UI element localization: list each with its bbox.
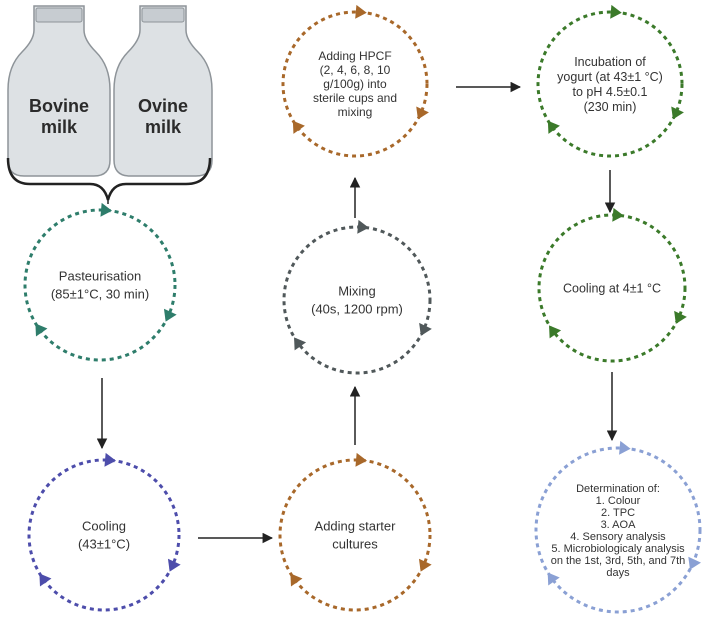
step-label-line: on the 1st, 3rd, 5th, and 7th bbox=[551, 555, 686, 567]
step-label-line: Cooling at 4±1 °C bbox=[563, 281, 661, 295]
step-label-line: 3. AOA bbox=[601, 519, 637, 531]
cycle-ring bbox=[537, 213, 687, 363]
step-cooling: Cooling (43±1°C) bbox=[27, 452, 181, 612]
step-adding-starter-cultures: Adding starter cultures bbox=[278, 452, 432, 612]
cycle-arrow-icon bbox=[292, 120, 305, 134]
step-label-line: Adding HPCF bbox=[318, 49, 391, 63]
step-label-line: Incubation of bbox=[574, 55, 646, 69]
step-label-line: (2, 4, 6, 8, 10 bbox=[320, 63, 391, 77]
step-label-line: yogurt (at 43±1 °C) bbox=[557, 70, 663, 84]
step-label-line: 2. TPC bbox=[601, 507, 635, 519]
cycle-arrow-icon bbox=[418, 558, 432, 572]
cycle-ring bbox=[282, 225, 432, 375]
bovine-label-line-2: milk bbox=[41, 117, 78, 137]
step-label-line: 1. Colour bbox=[596, 495, 641, 507]
step-label-line: to pH 4.5±0.1 bbox=[573, 85, 648, 99]
step-label-line: (85±1°C, 30 min) bbox=[51, 287, 149, 302]
step-label-line: Adding starter bbox=[315, 519, 397, 534]
cycle-arrow-icon bbox=[688, 556, 701, 570]
cycle-arrow-icon bbox=[163, 308, 177, 322]
cycle-arrow-icon bbox=[355, 452, 368, 467]
cycle-arrow-icon bbox=[35, 323, 48, 337]
step-label-line: cultures bbox=[332, 537, 378, 552]
step-label-line: 4. Sensory analysis bbox=[570, 531, 666, 543]
cycle-ring bbox=[536, 10, 684, 158]
step-label-line: Pasteurisation bbox=[59, 269, 141, 284]
cycle-arrow-icon bbox=[294, 337, 307, 351]
cycle-ring bbox=[281, 10, 429, 158]
cycle-arrow-icon bbox=[167, 558, 181, 572]
step-label-line: (43±1°C) bbox=[78, 537, 130, 552]
step-label-line: 5. Microbiologicaly analysis bbox=[551, 543, 685, 555]
cycle-arrow-icon bbox=[39, 573, 52, 587]
step-label-line: (40s, 1200 rpm) bbox=[311, 302, 403, 317]
cycle-arrow-icon bbox=[357, 219, 369, 234]
cycle-arrow-icon bbox=[416, 106, 429, 120]
cycle-ring bbox=[534, 446, 702, 614]
cycle-arrow-icon bbox=[547, 572, 560, 586]
cycle-arrow-icon bbox=[547, 120, 560, 134]
cycle-arrow-icon bbox=[619, 440, 631, 455]
cycle-arrow-icon bbox=[549, 325, 562, 339]
cycle-arrow-icon bbox=[612, 207, 624, 222]
cycle-arrow-icon bbox=[674, 310, 687, 324]
step-mixing: Mixing (40s, 1200 rpm) bbox=[282, 219, 432, 375]
ovine-milk-bottle: Ovine milk bbox=[113, 5, 213, 177]
step-label-line: (230 min) bbox=[584, 100, 637, 114]
cycle-arrow-icon bbox=[100, 202, 113, 217]
cycle-arrow-icon bbox=[610, 4, 622, 19]
cycle-arrow-icon bbox=[355, 4, 367, 19]
bovine-milk-bottle: Bovine milk bbox=[7, 5, 111, 177]
cycle-ring bbox=[278, 458, 432, 612]
step-adding-hpcf: Adding HPCF(2, 4, 6, 8, 10g/100g) intost… bbox=[281, 4, 429, 158]
cycle-ring bbox=[27, 458, 181, 612]
cycle-arrow-icon bbox=[419, 322, 432, 336]
cycle-arrow-icon bbox=[104, 452, 117, 467]
step-label-line: Mixing bbox=[338, 284, 376, 299]
cycle-arrow-icon bbox=[671, 106, 684, 120]
step-label-line: Determination of: bbox=[576, 483, 660, 495]
step-pasteurisation: Pasteurisation (85±1°C, 30 min) bbox=[23, 202, 177, 362]
step-label-line: days bbox=[606, 567, 630, 579]
step-label-line: sterile cups and bbox=[313, 91, 397, 105]
bovine-label-line-1: Bovine bbox=[29, 96, 89, 116]
ovine-label-line-2: milk bbox=[145, 117, 182, 137]
cycle-arrow-icon bbox=[290, 573, 303, 587]
step-label-line: Cooling bbox=[82, 519, 126, 534]
step-cooling-4c: Cooling at 4±1 °C bbox=[537, 207, 687, 363]
ovine-label-line-1: Ovine bbox=[138, 96, 188, 116]
step-label-line: mixing bbox=[338, 105, 373, 119]
cycle-ring bbox=[23, 208, 177, 362]
step-label-line: g/100g) into bbox=[323, 77, 387, 91]
